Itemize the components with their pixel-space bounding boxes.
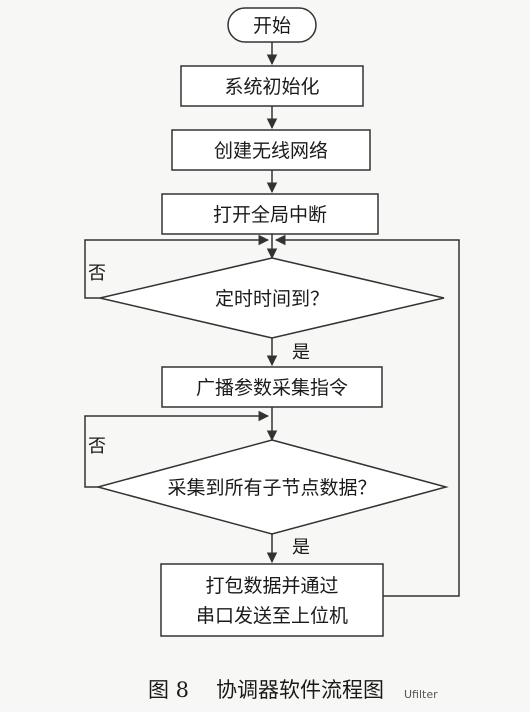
connector-return-loop xyxy=(274,234,460,597)
process-pack-send-line2: 串口发送至上位机 xyxy=(196,605,348,627)
process-system-init-label: 系统初始化 xyxy=(224,76,319,98)
process-create-network xyxy=(171,129,371,171)
label-timer-yes: 是 xyxy=(292,342,310,363)
connector-timer-no-loop xyxy=(84,234,270,299)
process-pack-send-line1: 打包数据并通过 xyxy=(205,575,338,597)
caption-title: 协调器软件流程图 xyxy=(216,678,384,702)
process-enable-interrupt-label: 打开全局中断 xyxy=(213,204,327,226)
process-enable-interrupt xyxy=(161,193,379,235)
process-system-init xyxy=(180,65,364,107)
start-label: 开始 xyxy=(253,15,291,37)
label-timer-no: 否 xyxy=(88,263,106,284)
decision-collect-label: 采集到所有子节点数据？ xyxy=(167,477,376,499)
label-collect-yes: 是 xyxy=(292,537,310,558)
decision-timer-label: 定时时间到？ xyxy=(215,288,329,310)
process-create-network-label: 创建无线网络 xyxy=(214,140,328,162)
process-pack-send xyxy=(160,563,384,637)
process-broadcast-label: 广播参数采集指令 xyxy=(196,377,348,399)
connector-collect-no-loop xyxy=(84,410,270,488)
caption-figure-number: 图 8 xyxy=(148,678,189,702)
label-collect-no: 否 xyxy=(88,436,106,457)
watermark-text: Ufilter xyxy=(404,688,438,701)
